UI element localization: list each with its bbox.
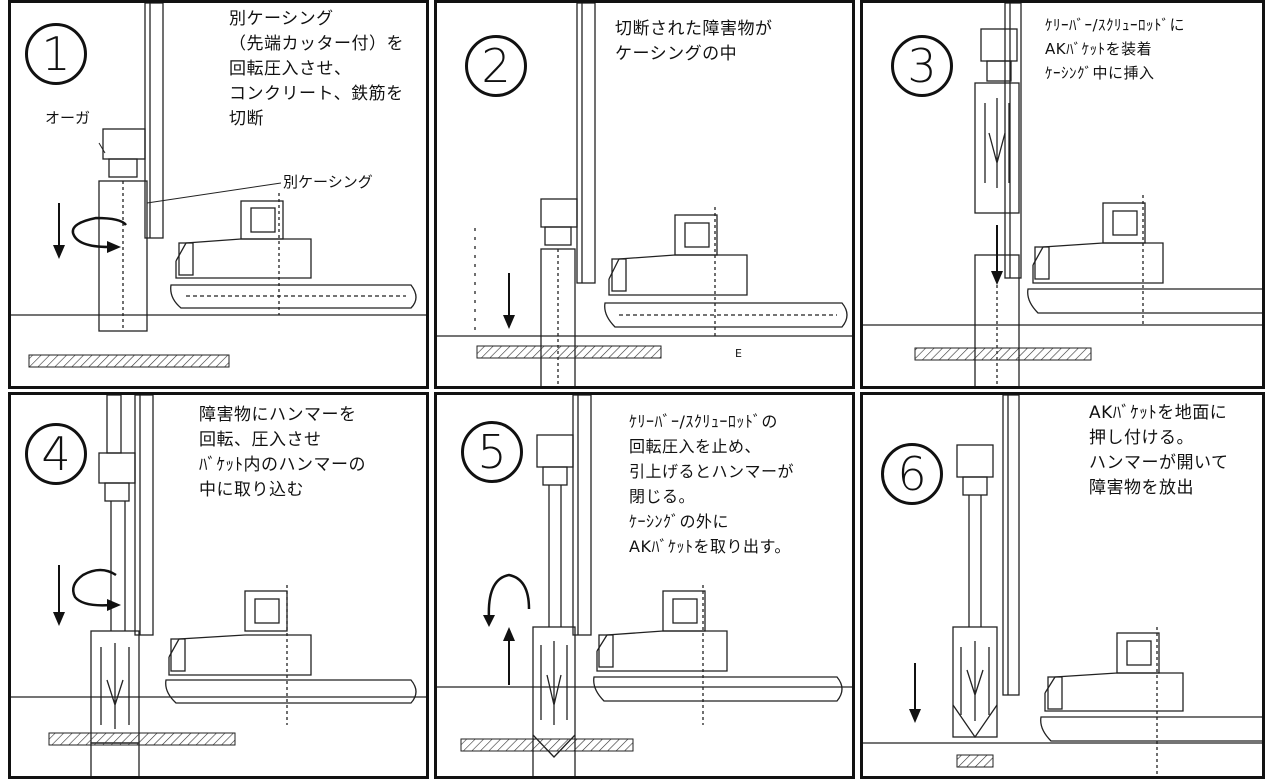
- down-arrow-icon: [991, 225, 1003, 285]
- step-5-panel: 5 ｹﾘｰﾊﾞｰ/ｽｸﾘｭｰﾛｯﾄﾞの 回転圧入を止め、 引上げるとハンマーが …: [434, 392, 855, 779]
- down-arrow-icon: [503, 273, 515, 329]
- step-number: 5: [461, 421, 523, 483]
- step-1-illustration: [11, 3, 426, 368]
- rotation-arrow-icon: [483, 573, 531, 627]
- step-3-illustration: [863, 3, 1262, 386]
- step-4-panel: 4 障害物にハンマーを 回転、圧入させ ﾊﾞｹｯﾄ内のハンマーの 中に取り込む: [8, 392, 429, 779]
- up-arrow-icon: [503, 627, 515, 685]
- step-2-panel: 2 切断された障害物が ケーシングの中 E: [434, 0, 855, 389]
- down-arrow-icon: [909, 663, 921, 723]
- casing-label: 別ケーシング: [283, 173, 373, 191]
- down-arrow-icon: [53, 565, 65, 626]
- step-3-panel: 3 ｹﾘｰﾊﾞｰ/ｽｸﾘｭｰﾛｯﾄﾞに AKﾊﾞｹｯﾄを装着 ｹｰｼﾝｸﾞ中に挿…: [860, 0, 1265, 389]
- step-caption: 切断された障害物が ケーシングの中: [615, 19, 773, 64]
- down-arrow-icon: [53, 203, 65, 259]
- step-4-illustration: [11, 395, 426, 776]
- step-caption: 別ケーシング （先端カッター付）を 回転圧入させ、 コンクリート、鉄筋を 切断: [229, 9, 404, 129]
- step-6-illustration: [863, 395, 1262, 775]
- step-caption: AKﾊﾞｹｯﾄを地面に 押し付ける。 ハンマーが開いて 障害物を放出: [1089, 403, 1229, 498]
- step-caption: ｹﾘｰﾊﾞｰ/ｽｸﾘｭｰﾛｯﾄﾞの 回転圧入を止め、 引上げるとハンマーが 閉じ…: [629, 412, 795, 556]
- step-number: 3: [891, 35, 953, 97]
- step-caption: ｹﾘｰﾊﾞｰ/ｽｸﾘｭｰﾛｯﾄﾞに AKﾊﾞｹｯﾄを装着 ｹｰｼﾝｸﾞ中に挿入: [1045, 16, 1186, 82]
- small-mark: E: [735, 347, 742, 360]
- step-caption: 障害物にハンマーを 回転、圧入させ ﾊﾞｹｯﾄ内のハンマーの 中に取り込む: [199, 405, 366, 500]
- step-number: 4: [25, 423, 87, 485]
- step-number: 6: [881, 443, 943, 505]
- rotation-arrow-icon: [71, 216, 128, 253]
- step-number: 2: [465, 35, 527, 97]
- step-2-illustration: [437, 3, 852, 386]
- step-number: 1: [25, 23, 87, 85]
- step-5-illustration: [437, 395, 852, 776]
- auger-label: オーガ: [45, 109, 91, 127]
- step-1-panel: 1 別ケーシング （先端カッター付）を 回転圧入させ、 コンクリート、鉄筋を 切…: [8, 0, 429, 389]
- step-6-panel: 6 AKﾊﾞｹｯﾄを地面に 押し付ける。 ハンマーが開いて 障害物を放出: [860, 392, 1265, 779]
- rotation-arrow-icon: [72, 568, 121, 611]
